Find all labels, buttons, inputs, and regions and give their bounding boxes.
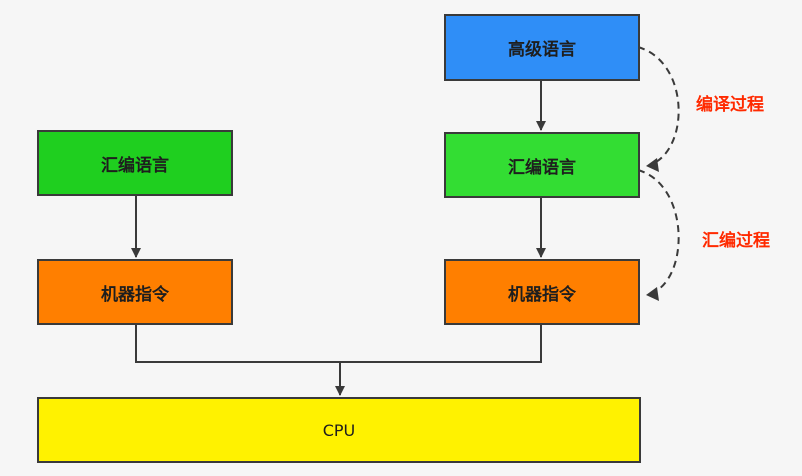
cpu-box: CPU: [37, 397, 641, 463]
left-machine-label: 机器指令: [101, 284, 169, 305]
right-machine-box: 机器指令: [444, 259, 640, 325]
merge-line-right: [340, 324, 542, 363]
right-machine-label: 机器指令: [508, 284, 576, 305]
left-assembly-box: 汇编语言: [37, 130, 233, 196]
cpu-label: CPU: [322, 420, 356, 440]
assemble-process-label: 汇编过程: [702, 231, 770, 251]
arrowhead-compile: [646, 158, 659, 172]
compile-process-label: 编译过程: [696, 95, 764, 115]
left-assembly-label: 汇编语言: [101, 155, 169, 176]
left-machine-box: 机器指令: [37, 259, 233, 325]
dashed-curve-assemble: [637, 169, 680, 295]
high-level-language-label: 高级语言: [508, 40, 576, 60]
merge-line-left: [135, 324, 340, 363]
arrowhead-assemble: [646, 287, 659, 301]
right-assembly-box: 汇编语言: [444, 132, 640, 198]
high-level-language-box: 高级语言: [444, 14, 640, 81]
right-assembly-label: 汇编语言: [508, 157, 576, 178]
dashed-curve-compile: [637, 46, 680, 166]
